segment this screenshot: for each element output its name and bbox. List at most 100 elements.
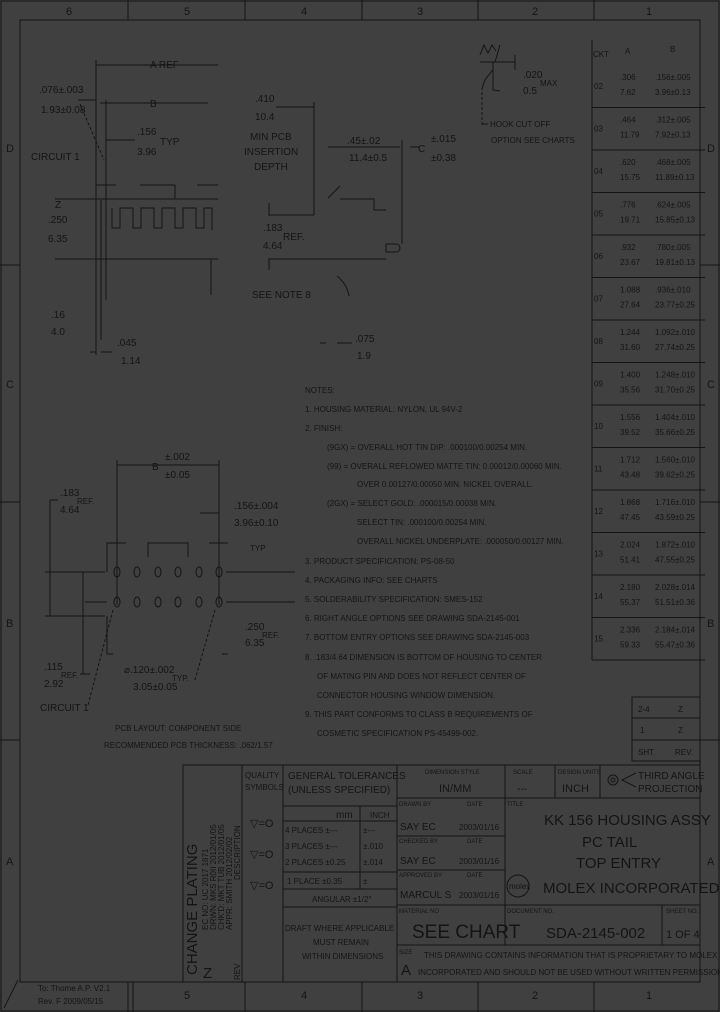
row-label: B	[707, 618, 714, 630]
table-cell: 55.47±0.36	[655, 641, 696, 650]
dim-label: .156±.004	[234, 501, 279, 512]
drawn-label: DRAWN BY	[399, 802, 431, 808]
note-line: COSMETIC SPECIFICATION PS-45499-002.	[317, 729, 478, 738]
change-line: CHK'D: MKT TUB 2012/01/05	[217, 824, 226, 930]
table-cell: 35.66±0.25	[655, 428, 696, 437]
draft-note: DRAFT WHERE APPLICABLE	[285, 924, 394, 933]
dim-label: ±.002	[165, 452, 190, 463]
date: 2003/01/16	[459, 823, 500, 832]
gt-row: ±.014	[363, 858, 384, 867]
rev-cell: Z	[678, 705, 683, 714]
table-cell: 39.52	[620, 428, 641, 437]
table-cell: .624±.005	[655, 201, 691, 210]
table-cell: 1.088	[620, 286, 641, 295]
change-line: EC NO: UC 2017 1871	[201, 848, 210, 930]
dim-b: B	[150, 99, 157, 110]
drawing-title: KK 156 HOUSING ASSY	[544, 812, 711, 829]
drawing-title: PC TAIL	[582, 834, 637, 851]
proprietary-note: INCORPORATED AND SHOULD NOT BE USED WITH…	[418, 968, 720, 977]
draft-note: MUST REMAIN	[313, 938, 369, 947]
footer-line: Rev. F 2009/05/15	[38, 997, 104, 1006]
table-cell: 1.248±.010	[655, 371, 696, 380]
scale: ---	[517, 784, 527, 795]
column-label: 4	[301, 6, 307, 18]
note-line: 3. PRODUCT SPECIFICATION: PS-08-50	[305, 557, 455, 566]
rev-label: REV	[233, 963, 242, 980]
checked-label: CHECKED BY	[399, 839, 438, 845]
dim-label: ±.015	[431, 134, 456, 145]
gt-row: 1 PLACE ±0.35	[287, 877, 343, 886]
dim-c: C	[418, 144, 425, 155]
table-cell: 1.244	[620, 328, 641, 337]
table-cell: 07	[594, 295, 603, 304]
table-cell: .932	[620, 243, 636, 252]
dim-label: 0.5	[523, 86, 537, 97]
table-cell: 1.400	[620, 371, 641, 380]
table-header: CKT	[593, 50, 609, 59]
note-line: OVERALL NICKEL UNDERPLATE: .000050/0.001…	[357, 537, 563, 546]
table-cell: 1.556	[620, 413, 641, 422]
dim-label: .045	[117, 338, 137, 349]
column-label: 4	[301, 990, 307, 1002]
table-cell: 11.79	[620, 131, 640, 140]
dim-label: .250	[48, 215, 68, 226]
dim-label: 4.64	[60, 505, 80, 516]
table-cell: 15.75	[620, 173, 641, 182]
note-line: 7. BOTTOM ENTRY OPTIONS SEE DRAWING SDA-…	[305, 633, 530, 642]
dim-label: 3.96±0.10	[234, 518, 279, 529]
table-cell: 51.41	[620, 556, 641, 565]
table-cell: .306	[620, 73, 636, 82]
dim-label: .075	[355, 334, 375, 345]
dim-label: ⌀.120±.002	[124, 665, 175, 676]
table-cell: 43.59±0.25	[655, 513, 696, 522]
dim-b: B	[152, 462, 159, 473]
dim-label: 4.64	[263, 241, 283, 252]
column-label: 6	[66, 6, 72, 18]
table-cell: 02	[594, 82, 603, 91]
table-cell: 1.868	[620, 498, 641, 507]
angular-tolerance: ANGULAR ±1/2°	[312, 895, 372, 904]
hook-detail: .020 0.5 MAX HOOK CUT OFF OPTION SEE CHA…	[479, 43, 575, 145]
note-line: 9. THIS PART CONFORMS TO CLASS B REQUIRE…	[305, 710, 533, 719]
top-view: A REF .076±.003 1.93±0.08 B .156 3.96 TY…	[31, 60, 218, 367]
note-line: NOTES:	[305, 386, 335, 395]
drawn-by: SAY EC	[400, 822, 436, 833]
dim-label: .020	[523, 70, 543, 81]
note-line: OF MATING PIN AND DOES NOT REFLECT CENTE…	[317, 672, 526, 681]
logo-text: molex	[509, 882, 530, 891]
sheet-label: SHT.	[638, 748, 655, 757]
dim-label: .183	[263, 223, 283, 234]
size-label: SIZE	[399, 950, 412, 956]
dim-label: .156	[137, 127, 157, 138]
dim-style: IN/MM	[439, 783, 471, 795]
table-cell: 23.67	[620, 258, 641, 267]
column-label: 3	[417, 6, 423, 18]
dim-label: 6.35	[245, 638, 265, 649]
table-cell: 31.70±0.25	[655, 386, 696, 395]
table-cell: .464	[620, 116, 636, 125]
change-line: DRWN: MKS R0II 2012/01/05	[209, 824, 218, 930]
table-cell: 12	[594, 507, 603, 516]
table-cell: 19.71	[620, 216, 641, 225]
date: 2003/01/16	[459, 891, 500, 900]
column-labels: 6 5 4 3 2 1 5 4 3 2 1	[66, 6, 652, 1002]
table-cell: 05	[594, 210, 603, 219]
material-label: MATERIAL NO	[399, 909, 439, 915]
drawing-title: TOP ENTRY	[576, 855, 661, 872]
dim-style-label: DIMENSION STYLE	[425, 770, 480, 776]
row-label: D	[707, 143, 715, 155]
table-cell: 23.77±0.25	[655, 301, 696, 310]
table-cell: 2.028±.014	[655, 583, 696, 592]
dim-label: .076±.003	[39, 85, 84, 96]
dim-label: 10.4	[255, 112, 275, 123]
table-cell: 39.62±0.25	[655, 471, 696, 480]
design-units: INCH	[562, 783, 589, 795]
table-cell: 47.55±0.25	[655, 556, 696, 565]
table-cell: 03	[594, 125, 603, 134]
gt-row: 3 PLACES ±---	[285, 842, 338, 851]
